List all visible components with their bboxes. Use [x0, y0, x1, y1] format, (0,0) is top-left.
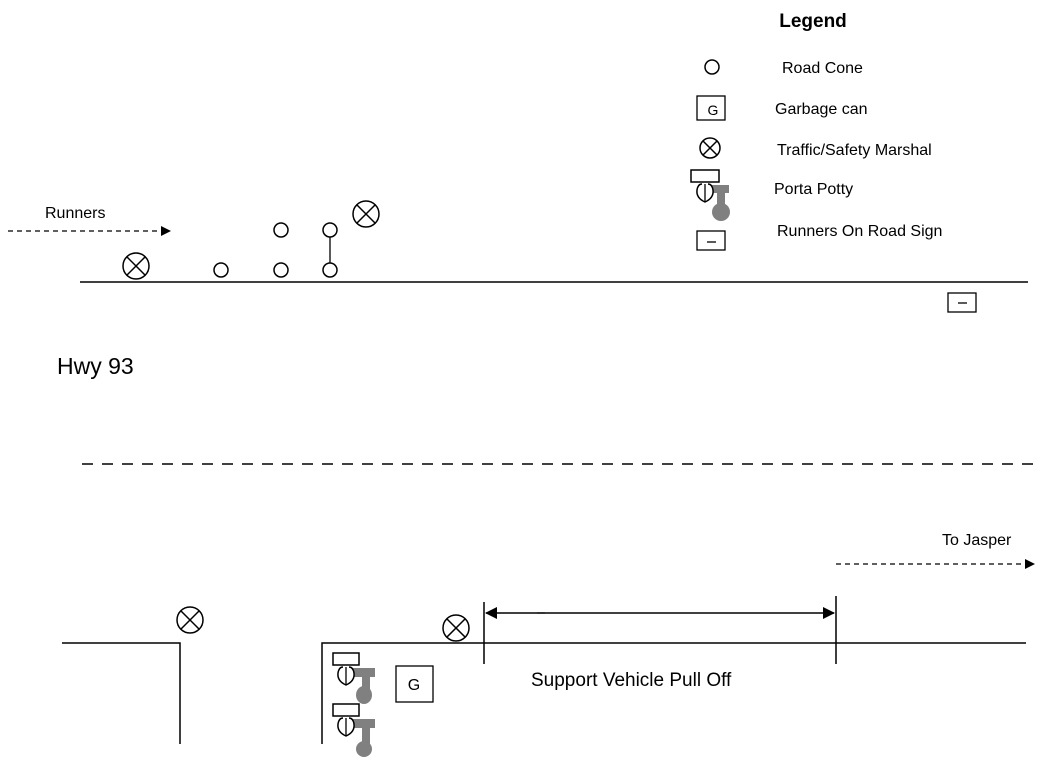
road-cone-icon	[273, 262, 289, 278]
pulloff-label: Support Vehicle Pull Off	[531, 670, 732, 691]
marshal-icon	[176, 606, 204, 634]
legend-label-road-sign: Runners On Road Sign	[777, 223, 942, 240]
road-edge-bottom-left	[62, 642, 181, 744]
highway-label: Hwy 93	[57, 353, 134, 379]
road-cone-icon	[322, 222, 338, 238]
marshal-icon	[699, 137, 721, 159]
legend-label-garbage-can: Garbage can	[775, 101, 868, 118]
to-jasper-label: To Jasper	[942, 532, 1012, 549]
road-cone-icon	[213, 262, 229, 278]
garbage-can-icon: G	[395, 665, 434, 703]
garbage-can-glyph: G	[408, 677, 420, 694]
marshal-icon	[122, 252, 150, 280]
bottom-road: To Jasper Support Vehicle Pull Off	[62, 532, 1035, 757]
road-sign-icon	[696, 230, 726, 251]
road-cone-icon	[273, 222, 289, 238]
garbage-can-glyph: G	[708, 102, 719, 118]
marshal-icon	[352, 200, 380, 228]
porta-potty-icon	[690, 169, 730, 221]
road-cone-icon	[322, 262, 338, 278]
marshal-icon	[442, 614, 470, 642]
legend-label-porta-potty: Porta Potty	[774, 181, 853, 198]
runners-label: Runners	[45, 205, 105, 222]
legend-label-road-cone: Road Cone	[782, 60, 863, 77]
road-cone-icon	[704, 59, 720, 75]
road-sign-icon	[947, 292, 977, 313]
legend-title: Legend	[779, 11, 847, 32]
legend: Legend Road Cone G Garbage can Traffic/S…	[690, 11, 942, 251]
top-road: Runners	[8, 200, 1028, 313]
legend-label-marshal: Traffic/Safety Marshal	[777, 142, 932, 159]
porta-potty-icon	[332, 703, 375, 757]
porta-potty-icon	[332, 652, 375, 704]
road-edge-bottom-right	[321, 642, 1026, 744]
garbage-can-icon: G	[696, 95, 726, 121]
